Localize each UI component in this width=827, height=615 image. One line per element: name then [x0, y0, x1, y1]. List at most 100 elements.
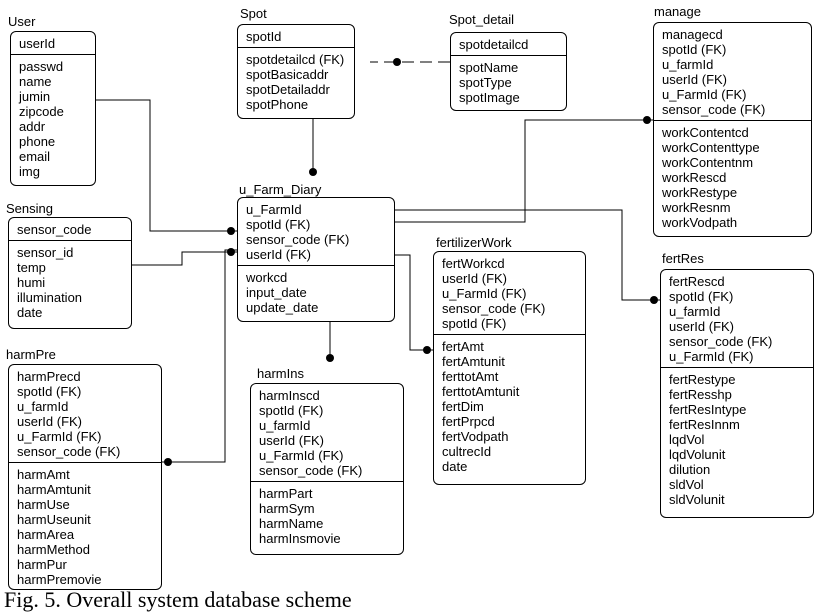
key-attribute: managecd	[662, 27, 723, 42]
key-attribute: sensor_code (FK)	[246, 232, 350, 247]
attribute: fertResIntype	[669, 402, 747, 417]
attribute: input_date	[246, 285, 307, 300]
attribute: addr	[19, 119, 46, 134]
attribute: spotBasicaddr	[246, 67, 329, 82]
attribute: workVodpath	[662, 215, 738, 230]
attribute: sensor_id	[17, 245, 74, 260]
attribute: sldVol	[669, 477, 704, 492]
attribute: workcd	[246, 270, 288, 285]
attribute: workContentnm	[662, 155, 754, 170]
key-attribute: spotId (FK)	[246, 217, 311, 232]
primary-key-section: sensor_code	[9, 218, 131, 241]
harm-pre-title: harmPre	[6, 347, 56, 362]
key-attribute: spotId (FK)	[669, 289, 734, 304]
attribute: harmName	[259, 516, 324, 531]
attribute: temp	[17, 260, 46, 275]
attribute: harmSym	[259, 501, 315, 516]
key-attribute: spotId (FK)	[17, 384, 82, 399]
attribute: harmInsmovie	[259, 531, 341, 546]
attribute: name	[19, 74, 52, 89]
key-attribute: userId (FK)	[259, 433, 325, 448]
attribute: fertResInnm	[669, 417, 740, 432]
key-attribute: userId	[19, 36, 56, 51]
attribute: lqdVolunit	[669, 447, 726, 462]
attribute: lqdVol	[669, 432, 705, 447]
attribute: spotName	[459, 60, 519, 75]
key-attribute: fertWorkcd	[442, 256, 505, 271]
key-attribute: userId (FK)	[669, 319, 735, 334]
attribute: fertResshp	[669, 387, 732, 402]
attribute: spotDetailaddr	[246, 82, 330, 97]
attribute: ferttotAmt	[442, 369, 499, 384]
attribute: workRestype	[662, 185, 738, 200]
attribute: fertDim	[442, 399, 484, 414]
attribute: fertAmtunit	[442, 354, 505, 369]
attribute: passwd	[19, 59, 64, 74]
attribute: workRescd	[662, 170, 727, 185]
key-attribute: spotdetailcd	[459, 37, 529, 52]
attribute: spotdetailcd (FK)	[246, 52, 345, 67]
attribute: spotImage	[459, 90, 520, 105]
attribute: harmAmt	[17, 467, 70, 482]
attribute: dilution	[669, 462, 711, 477]
attribute: img	[19, 164, 40, 179]
spot-title: Spot	[240, 6, 267, 21]
key-attribute: u_FarmId (FK)	[662, 87, 747, 102]
key-attribute: u_FarmId	[246, 202, 302, 217]
primary-key-section: spotdetailcd	[451, 33, 566, 56]
key-attribute: sensor_code (FK)	[259, 463, 363, 478]
key-attribute: userId (FK)	[442, 271, 508, 286]
attribute: date	[17, 305, 43, 320]
attribute: harmPur	[17, 557, 67, 572]
key-attribute: u_FarmId (FK)	[442, 286, 527, 301]
u-farm-diary-title: u_Farm_Diary	[239, 182, 322, 197]
key-attribute: sensor_code (FK)	[442, 301, 546, 316]
attribute: fertPrpcd	[442, 414, 495, 429]
attribute: sldVolunit	[669, 492, 725, 507]
key-attribute: sensor_code	[17, 222, 92, 237]
attribute: date	[442, 459, 468, 474]
attribute: email	[19, 149, 51, 164]
key-attribute: sensor_code (FK)	[662, 102, 766, 117]
key-attribute: u_farmId	[17, 399, 69, 414]
attribute: harmPremovie	[17, 572, 102, 587]
attribute: fertAmt	[442, 339, 484, 354]
key-attribute: u_FarmId (FK)	[669, 349, 754, 364]
user-title: User	[8, 14, 36, 29]
attribute: spotPhone	[246, 97, 309, 112]
key-attribute: userId (FK)	[246, 247, 312, 262]
key-attribute: spotId (FK)	[662, 42, 727, 57]
sensing-title: Sensing	[6, 201, 53, 216]
key-attribute: u_FarmId (FK)	[259, 448, 344, 463]
attribute: harmUse	[17, 497, 70, 512]
figure-caption: Fig. 5. Overall system database scheme	[4, 587, 352, 612]
attribute: harmUseunit	[17, 512, 91, 527]
attribute: harmPart	[259, 486, 313, 501]
primary-key-section: spotId	[238, 25, 354, 48]
key-attribute: spotId (FK)	[442, 316, 507, 331]
attribute: fertRestype	[669, 372, 736, 387]
attribute: harmArea	[17, 527, 75, 542]
key-attribute: spotId (FK)	[259, 403, 324, 418]
